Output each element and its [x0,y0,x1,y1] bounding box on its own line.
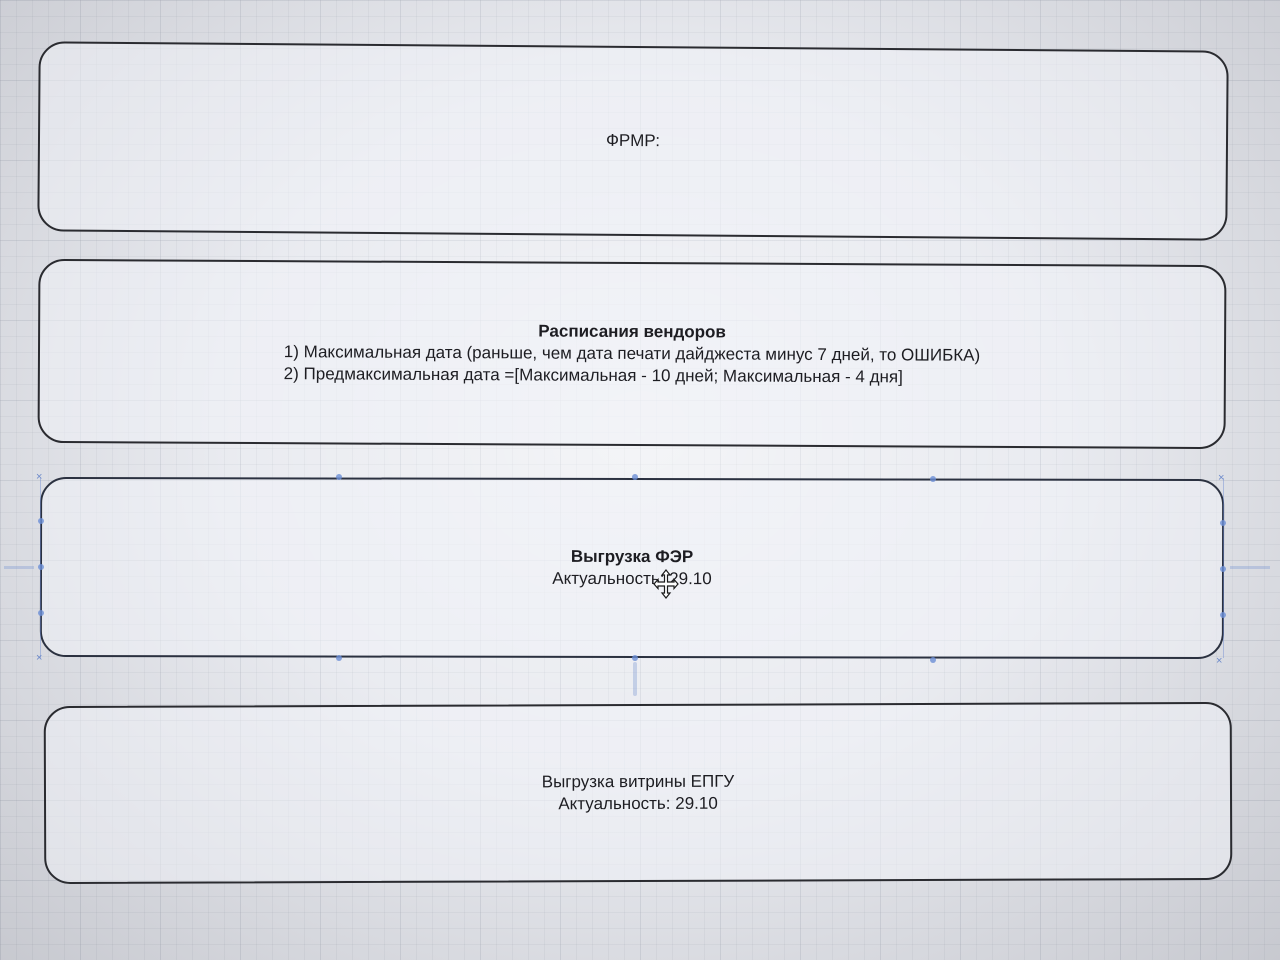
anchor-point-bottom-1[interactable] [336,655,342,661]
vendor-rule-premax-date: 2) Предмаксимальная дата =[Максимальная … [283,364,903,387]
vendor-schedules-title: Расписания вендоров [538,321,726,342]
frmr-title: ФРМР: [605,130,661,151]
resize-handle-bottom-right[interactable]: × [1216,655,1223,667]
resize-handle-bottom-left[interactable]: × [36,652,43,664]
epgu-export-title: Выгрузка витрины ЕПГУ [541,771,735,792]
fer-export-title: Выгрузка ФЭР [570,546,694,567]
frmr-block[interactable]: ФРМР: [37,41,1229,241]
anchor-point-left-2[interactable] [38,564,44,570]
epgu-export-block[interactable]: Выгрузка витрины ЕПГУ Актуальность: 29.1… [43,701,1233,885]
move-cursor-icon [653,569,679,599]
connect-arrow-right[interactable] [1230,566,1270,569]
connect-arrow-down[interactable] [633,662,637,696]
anchor-point-bottom-3[interactable] [930,657,936,663]
anchor-point-top-1[interactable] [336,474,342,480]
fer-export-freshness: Актуальность: 29.10 [552,568,712,589]
anchor-point-left-3[interactable] [38,610,44,616]
anchor-point-left-1[interactable] [38,518,44,524]
epgu-export-freshness: Актуальность: 29.10 [558,793,718,814]
anchor-point-top-2[interactable] [632,474,638,480]
vendor-schedules-block[interactable]: Расписания вендоров 1) Максимальная дата… [37,258,1227,450]
anchor-point-right-2[interactable] [1220,566,1226,572]
connect-arrow-left[interactable] [4,566,34,569]
anchor-point-right-3[interactable] [1220,612,1226,618]
anchor-point-top-3[interactable] [930,476,936,482]
resize-handle-top-left[interactable]: × [36,471,43,483]
fer-export-block[interactable]: Выгрузка ФЭР Актуальность: 29.10 [39,476,1225,660]
vendor-schedules-rules: 1) Максимальная дата (раньше, чем дата п… [284,341,981,389]
anchor-point-bottom-2[interactable] [632,655,638,661]
anchor-point-right-1[interactable] [1220,520,1226,526]
resize-handle-top-right[interactable]: × [1218,472,1225,484]
